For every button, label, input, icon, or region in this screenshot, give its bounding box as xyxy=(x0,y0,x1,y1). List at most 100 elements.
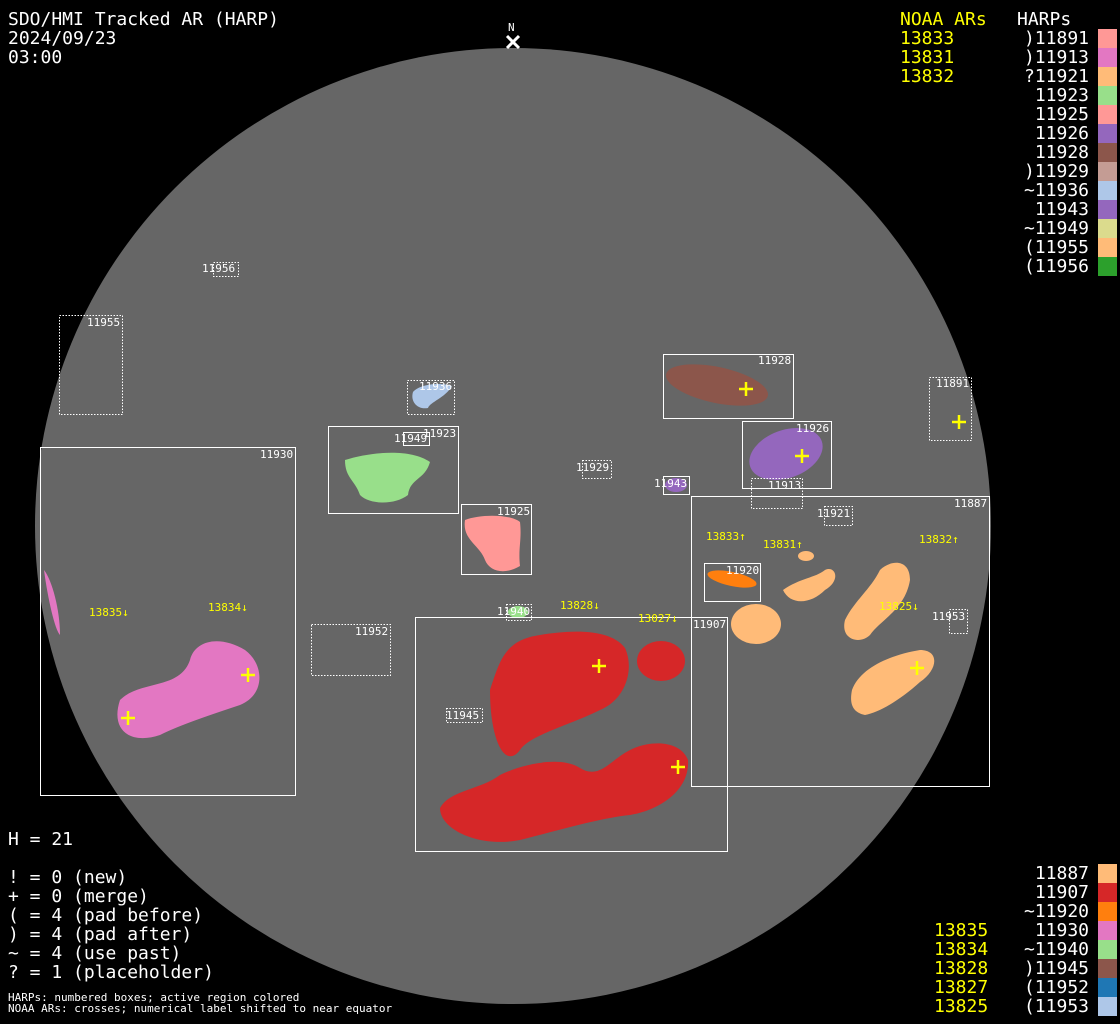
harp-label: 11929 xyxy=(576,461,609,474)
harp-box xyxy=(461,504,532,575)
status-count-line: ! = 0 (new) xyxy=(8,867,128,888)
north-label: N xyxy=(508,21,515,34)
harp-box xyxy=(40,447,296,796)
harp-label: 11956 xyxy=(202,262,235,275)
harp-box xyxy=(328,426,459,514)
harp-label: 11949 xyxy=(394,432,427,445)
harp-legend-item: ~11940 xyxy=(1023,939,1089,960)
harp-color-swatch xyxy=(1098,105,1117,124)
harp-legend-item: 11926 xyxy=(1034,123,1089,144)
harp-box xyxy=(59,315,123,415)
harp-label: 11891 xyxy=(936,377,969,390)
noaa-header: NOAA ARs xyxy=(900,9,987,30)
region-11936 xyxy=(412,384,452,409)
harp-color-swatch xyxy=(1098,940,1117,959)
harp-box xyxy=(446,708,483,723)
harp-box xyxy=(663,354,794,419)
harp-count: H = 21 xyxy=(8,829,74,850)
harp-legend-item: (11955 xyxy=(1023,237,1089,258)
note-harps: HARPs: numbered boxes; active region col… xyxy=(8,991,300,1004)
harp-label: 11921 xyxy=(817,507,850,520)
harp-legend-item: 11943 xyxy=(1034,199,1089,220)
noaa-label: 13828↓ xyxy=(560,599,600,612)
noaa-cross-icon xyxy=(241,668,255,682)
region-11920 xyxy=(707,570,757,588)
map-title: SDO/HMI Tracked AR (HARP) xyxy=(8,9,279,30)
harp-color-swatch xyxy=(1098,86,1117,105)
harp-legend-item: )11929 xyxy=(1023,161,1089,182)
harp-color-swatch xyxy=(1098,959,1117,978)
harp-box xyxy=(949,609,968,634)
noaa-label: 13825↓ xyxy=(879,600,919,613)
noaa-label: 13832↑ xyxy=(919,533,959,546)
map-time: 03:00 xyxy=(8,47,63,68)
noaa-cross-icon xyxy=(952,415,966,429)
harp-label: 11955 xyxy=(87,316,120,329)
harp-legend-item: )11945 xyxy=(1023,958,1089,979)
harp-label: 11945 xyxy=(446,709,479,722)
harp-color-swatch xyxy=(1098,162,1117,181)
noaa-legend-item: 13832 xyxy=(900,66,955,87)
noaa-cross-icon xyxy=(592,659,606,673)
noaa-legend-item: 13833 xyxy=(900,28,955,49)
noaa-cross-icon xyxy=(910,661,924,675)
noaa-cross-icon xyxy=(671,760,685,774)
harp-legend-item: (11952 xyxy=(1023,977,1089,998)
harp-label: 11928 xyxy=(758,354,791,367)
harp-label: 11926 xyxy=(796,422,829,435)
noaa-cross-icon xyxy=(121,711,135,725)
region-11926 xyxy=(749,427,823,481)
harp-color-swatch xyxy=(1098,257,1117,276)
region-11928 xyxy=(665,364,769,406)
harp-color-swatch xyxy=(1098,67,1117,86)
harp-box xyxy=(506,604,532,621)
harp-legend-item: 11930 xyxy=(1034,920,1089,941)
harp-boxes xyxy=(40,262,990,852)
region-11943 xyxy=(665,478,687,492)
region-11925 xyxy=(464,515,521,572)
harp-color-swatch xyxy=(1098,124,1117,143)
noaa-legend-item: 13827 xyxy=(934,977,989,998)
harp-label: 11925 xyxy=(497,505,530,518)
harp-color-swatch xyxy=(1098,181,1117,200)
harp-box xyxy=(691,496,990,787)
map-date: 2024/09/23 xyxy=(8,28,117,49)
region-11923 xyxy=(345,452,430,503)
harp-label: 11913 xyxy=(768,479,801,492)
harp-color-swatch xyxy=(1098,29,1117,48)
noaa-crosses xyxy=(121,382,966,774)
region-11907 xyxy=(440,631,689,842)
harp-box xyxy=(751,478,803,509)
harp-color-swatch xyxy=(1098,978,1117,997)
harp-legend-item: ~11949 xyxy=(1023,218,1089,239)
noaa-labels: 13833↑ 13831↑ 13832↑ 13835↓ 13834↓ 13828… xyxy=(89,530,959,625)
note-noaa: NOAA ARs: crosses; numerical label shift… xyxy=(8,1002,393,1015)
harp-color-swatch xyxy=(1098,864,1117,883)
status-count-line: + = 0 (merge) xyxy=(8,886,149,907)
noaa-legend-item: 13825 xyxy=(934,996,989,1017)
harp-box xyxy=(742,421,832,489)
noaa-label: 13835↓ xyxy=(89,606,129,619)
harp-box xyxy=(704,563,761,602)
harp-legend-item: 11887 xyxy=(1034,863,1089,884)
harp-color-swatch xyxy=(1098,48,1117,67)
noaa-legend-item: 13835 xyxy=(934,920,989,941)
harp-legend-item: 11923 xyxy=(1034,85,1089,106)
harp-legend-item: ~11920 xyxy=(1023,901,1089,922)
harp-box xyxy=(403,432,430,446)
harp-label: 11930 xyxy=(260,448,293,461)
active-regions xyxy=(44,364,935,842)
harp-box xyxy=(663,476,690,495)
harp-legend-item: 11925 xyxy=(1034,104,1089,125)
harp-label: 11952 xyxy=(355,625,388,638)
region-11930 xyxy=(117,641,260,739)
harps-header: HARPs xyxy=(1017,9,1072,30)
harp-legend-item: ~11936 xyxy=(1023,180,1089,201)
harp-legend-item: (11953 xyxy=(1023,996,1089,1017)
harp-labels: 11955 11956 11930 11936 11923 11949 1192… xyxy=(87,262,987,722)
harp-label: 11943 xyxy=(654,477,687,490)
harp-box xyxy=(929,377,972,441)
harp-legend-item: ?11921 xyxy=(1023,66,1089,87)
harp-label: 11923 xyxy=(423,427,456,440)
